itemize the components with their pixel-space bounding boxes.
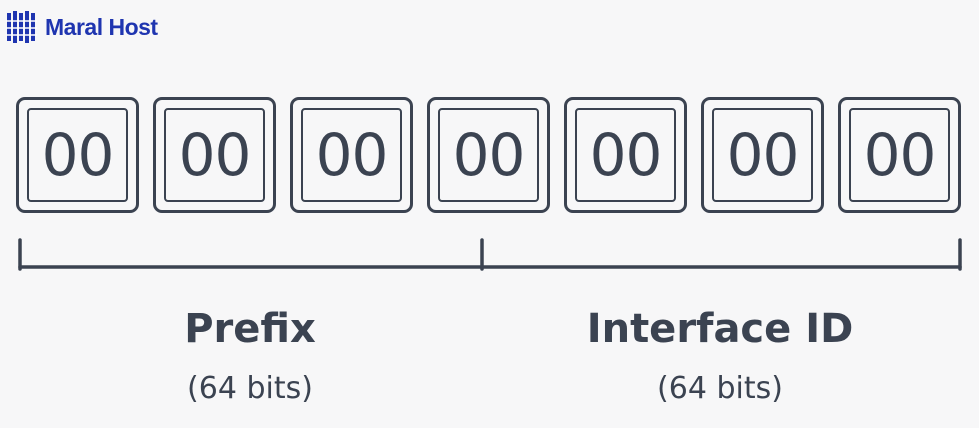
server-rack-icon xyxy=(6,11,37,43)
address-group-inner: 00 xyxy=(164,108,265,202)
address-group-value: 00 xyxy=(452,121,526,189)
address-group-row: 00 00 00 00 00 00 00 xyxy=(16,97,965,217)
address-group-inner: 00 xyxy=(301,108,402,202)
address-group-value: 00 xyxy=(726,121,800,189)
address-group-box: 00 xyxy=(290,97,413,213)
section-brackets xyxy=(18,238,962,271)
address-group-box: 00 xyxy=(701,97,824,213)
interface-id-bracket xyxy=(480,238,962,271)
prefix-bits-label: (64 bits) xyxy=(187,371,313,406)
address-group-box: 00 xyxy=(564,97,687,213)
interface-id-label: Interface ID xyxy=(586,306,854,352)
address-group-value: 00 xyxy=(863,121,937,189)
address-group-inner: 00 xyxy=(712,108,813,202)
address-group-inner: 00 xyxy=(849,108,950,202)
brand-name: Maral Host xyxy=(45,13,158,40)
address-group-value: 00 xyxy=(589,121,663,189)
address-group-value: 00 xyxy=(315,121,389,189)
prefix-label: Prefix xyxy=(184,306,316,352)
address-group-box: 00 xyxy=(153,97,276,213)
address-group-box: 00 xyxy=(838,97,961,213)
address-group-box: 00 xyxy=(16,97,139,213)
address-group-box: 00 xyxy=(427,97,550,213)
address-group-value: 00 xyxy=(178,121,252,189)
address-group-inner: 00 xyxy=(575,108,676,202)
brand-logo: Maral Host xyxy=(6,10,158,44)
address-group-value: 00 xyxy=(41,121,115,189)
prefix-bracket xyxy=(18,238,484,271)
address-group-inner: 00 xyxy=(27,108,128,202)
interface-id-bits-label: (64 bits) xyxy=(657,371,783,406)
address-group-inner: 00 xyxy=(438,108,539,202)
